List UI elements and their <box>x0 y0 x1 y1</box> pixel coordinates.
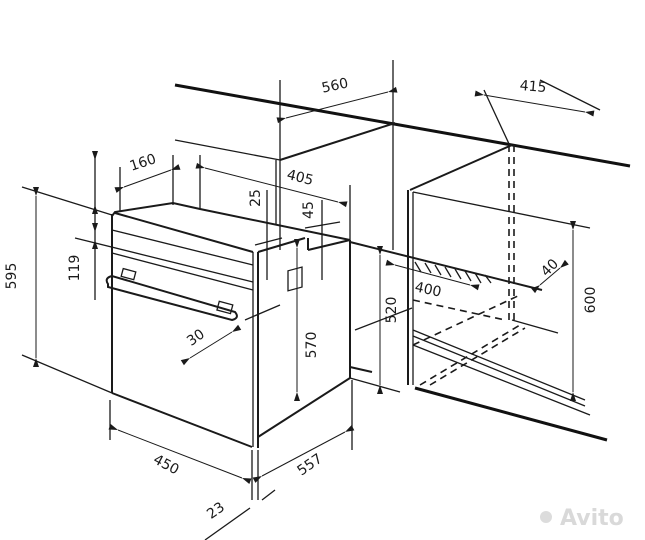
dim-depth: 557 <box>294 451 325 479</box>
dim-width: 450 <box>150 452 181 479</box>
dim-body-height: 570 <box>304 332 320 359</box>
dim-cabinet-height: 600 <box>583 287 599 314</box>
dimension-lines <box>21 79 601 540</box>
oven-handle <box>105 267 238 322</box>
watermark: Avito <box>560 506 624 531</box>
dim-panel-height: 119 <box>67 255 83 282</box>
watermark-logo-icon <box>540 511 552 523</box>
dim-total-height: 595 <box>4 263 20 290</box>
dim-vent-depth: 160 <box>128 151 158 174</box>
dim-niche-depth-top: 560 <box>320 75 349 96</box>
cabinet <box>349 144 608 442</box>
dim-front-thickness: 23 <box>204 499 228 522</box>
dim-handle-offset: 30 <box>184 326 208 349</box>
dim-cutout-width: 400 <box>413 279 442 300</box>
dim-cutout-depth: 40 <box>538 256 562 280</box>
dim-niche-height: 520 <box>384 297 400 324</box>
wall-lines <box>174 60 631 250</box>
dim-top-gap: 25 <box>248 189 264 207</box>
dim-vent-width: 405 <box>285 167 315 189</box>
oven-body <box>111 201 351 448</box>
dim-right-depth: 415 <box>519 78 547 96</box>
dim-side-gap: 45 <box>301 201 317 219</box>
